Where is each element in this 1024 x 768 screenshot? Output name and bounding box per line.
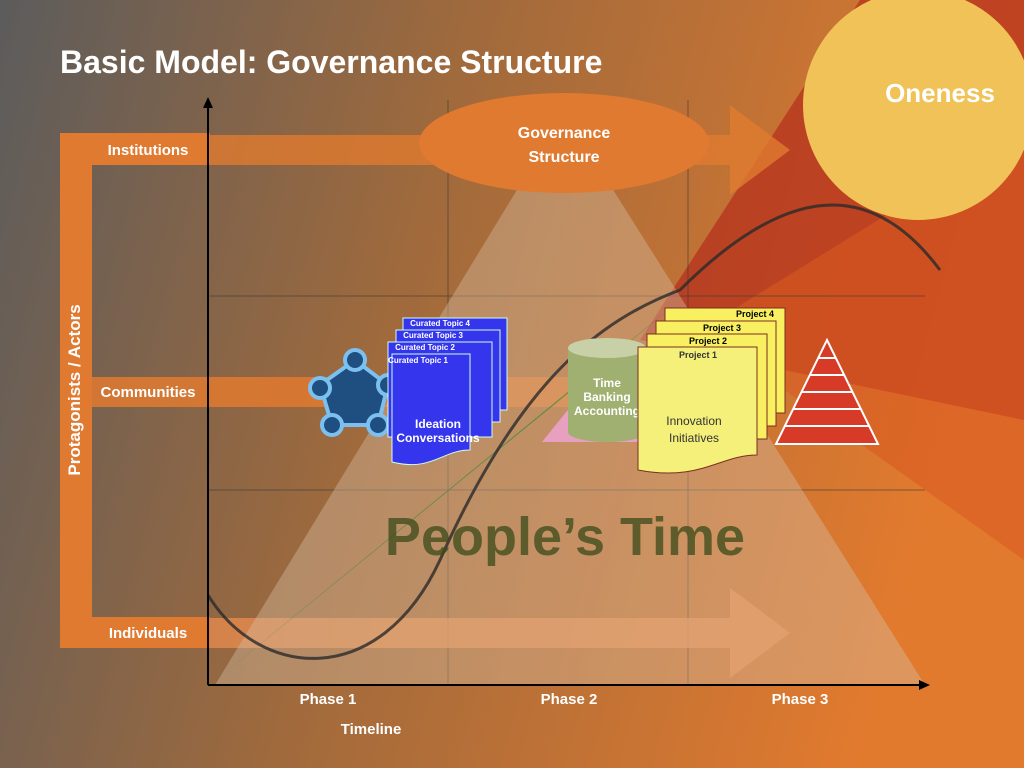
topic-page-1 bbox=[391, 353, 471, 466]
axes bbox=[207, 105, 922, 686]
ideation-line2: Conversations bbox=[396, 431, 480, 445]
y-axis-arrowhead bbox=[203, 97, 213, 108]
growth-curve bbox=[206, 203, 942, 660]
project-label-2: Project 2 bbox=[689, 336, 727, 346]
page-title: Basic Model: Governance Structure bbox=[60, 44, 602, 80]
time-banking-line3: Accounting bbox=[574, 404, 640, 418]
projects-stack: Project 4 Project 3 Project 2 Project 1 … bbox=[637, 307, 786, 474]
ideation-line1: Ideation bbox=[415, 417, 461, 431]
x-axis-label: Timeline bbox=[341, 721, 402, 738]
time-banking-line2: Banking bbox=[583, 390, 630, 404]
project-label-3: Project 3 bbox=[703, 323, 741, 333]
level-institutions: Institutions bbox=[108, 142, 189, 159]
level-individuals: Individuals bbox=[109, 625, 187, 642]
x-axis-arrowhead bbox=[919, 680, 930, 690]
innovation-line2: Initiatives bbox=[669, 431, 719, 445]
project-label-4: Project 4 bbox=[736, 309, 774, 319]
curated-topics-stack: Curated Topic 4 Curated Topic 3 Curated … bbox=[387, 317, 508, 466]
green-wedge bbox=[210, 300, 680, 685]
oneness-label: Oneness bbox=[885, 78, 995, 108]
phase-2-label: Phase 2 bbox=[541, 691, 598, 708]
time-banking-line1: Time bbox=[593, 376, 621, 390]
topic-label-2: Curated Topic 2 bbox=[395, 343, 455, 352]
topic-label-1: Curated Topic 1 bbox=[388, 356, 448, 365]
orange-ray bbox=[700, 130, 1024, 560]
red-pyramid bbox=[774, 337, 880, 445]
center-text: People’s Time bbox=[385, 507, 745, 567]
level-communities: Communities bbox=[100, 384, 195, 401]
governance-line2: Structure bbox=[528, 149, 599, 166]
time-banking-cylinder: Time Banking Accounting bbox=[568, 338, 646, 442]
individuals-arrow bbox=[210, 588, 790, 678]
governance-line1: Governance bbox=[518, 125, 611, 142]
phase-3-label: Phase 3 bbox=[772, 691, 829, 708]
topic-label-3: Curated Topic 3 bbox=[403, 331, 463, 340]
community-icon bbox=[308, 348, 400, 437]
oneness-sun bbox=[803, 0, 1024, 220]
phase-1-label: Phase 1 bbox=[300, 691, 357, 708]
y-axis-label: Protagonists / Actors bbox=[65, 304, 84, 475]
topic-label-4: Curated Topic 4 bbox=[410, 319, 470, 328]
governance-ellipse bbox=[419, 93, 709, 193]
project-label-1: Project 1 bbox=[679, 350, 717, 360]
innovation-line1: Innovation bbox=[666, 414, 721, 428]
